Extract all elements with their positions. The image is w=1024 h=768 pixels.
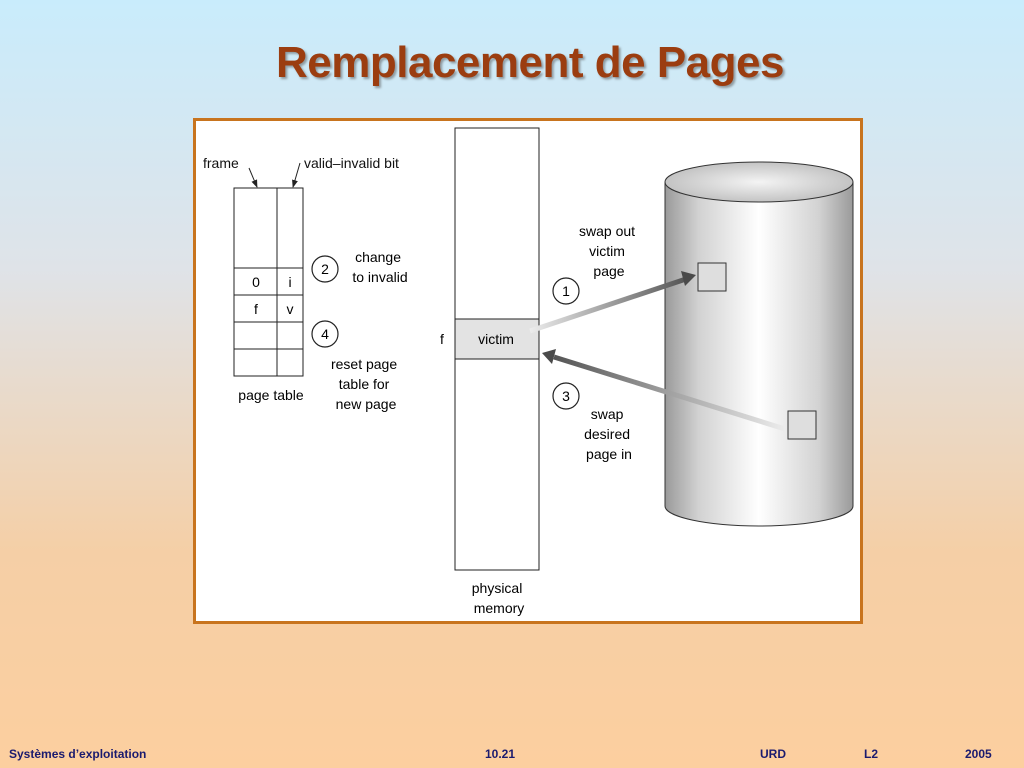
swap-out-arrow — [529, 276, 687, 334]
victim-frame — [454, 318, 540, 360]
frame-pointer-arrow — [248, 167, 258, 188]
disk-desired-page — [787, 410, 817, 440]
swap-in-arrowhead — [542, 349, 556, 364]
footer-slide-number: 10.21 — [485, 747, 516, 761]
step-2-circle — [311, 255, 339, 283]
step-3-number: 3 — [562, 388, 570, 404]
swap-out-arrowhead — [681, 271, 696, 286]
step-4-text: reset page table for new page — [331, 356, 401, 412]
step-1-circle — [552, 277, 580, 305]
footer-level: L2 — [864, 747, 879, 761]
valid-invalid-label: valid–invalid bit — [304, 155, 399, 171]
memory-frame-label: f — [440, 331, 444, 347]
disk-victim-page — [697, 262, 727, 292]
table-cell-bit: i — [288, 274, 291, 290]
diagram-frame: frame valid–invalid bit 0 i f v page tab… — [193, 118, 863, 624]
victim-label: victim — [478, 331, 514, 347]
backing-store-disk — [664, 161, 854, 527]
page-table-caption: page table — [238, 387, 304, 403]
valid-bit-pointer-arrow — [292, 162, 301, 188]
table-cell-bit: v — [287, 301, 294, 317]
step-3-text: swap desired page in — [584, 406, 634, 462]
page-table — [233, 187, 304, 377]
footer-course: Systèmes d’exploitation — [9, 747, 147, 761]
slide-title: Remplacement de Pages — [276, 38, 784, 87]
swap-in-arrow — [553, 354, 786, 432]
physical-memory-caption: physical memory — [472, 580, 526, 616]
step-4-number: 4 — [321, 326, 329, 342]
page-replacement-diagram: frame valid–invalid bit 0 i f v page tab… — [203, 127, 854, 616]
frame-label: frame — [203, 155, 239, 171]
step-1-text: swap out victim page — [579, 223, 639, 279]
step-3-circle — [552, 382, 580, 410]
step-2-text: change to invalid — [352, 249, 407, 285]
step-2-number: 2 — [321, 261, 329, 277]
footer-org: URD — [760, 747, 786, 761]
table-cell-frame: f — [254, 301, 258, 317]
footer-year: 2005 — [965, 747, 992, 761]
step-1-number: 1 — [562, 283, 570, 299]
step-4-circle — [311, 320, 339, 348]
table-cell-frame: 0 — [252, 274, 260, 290]
